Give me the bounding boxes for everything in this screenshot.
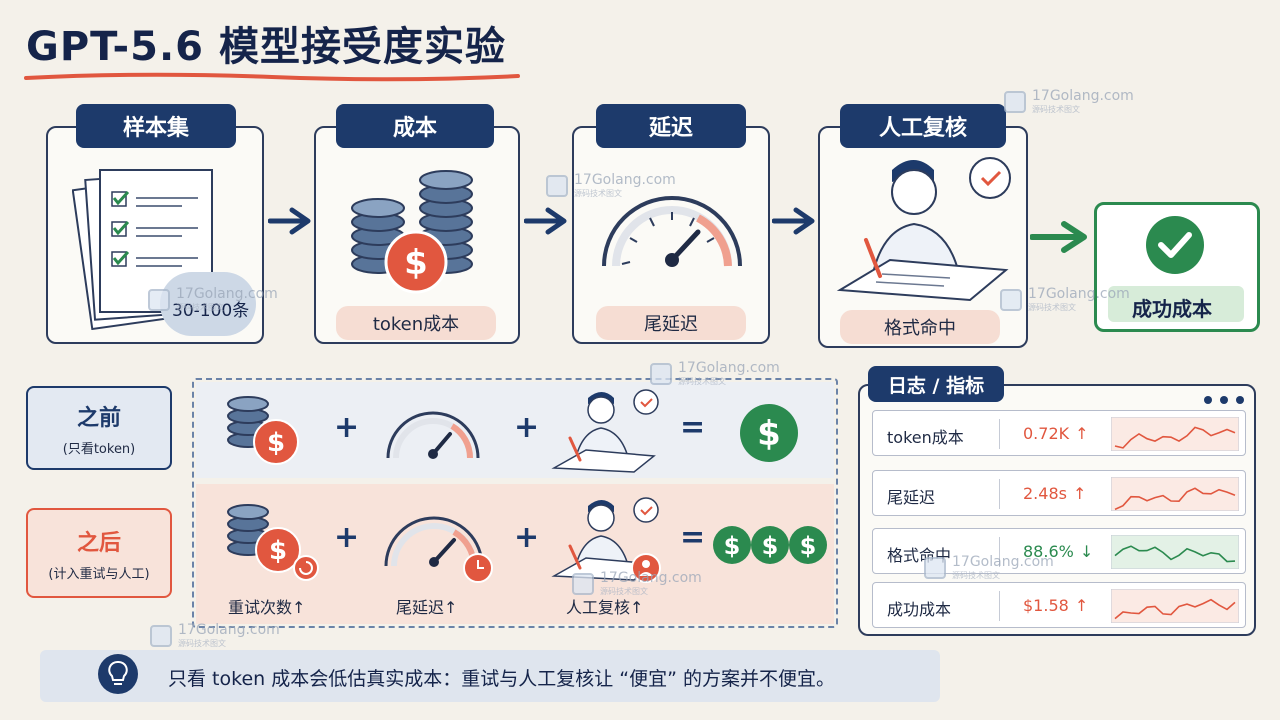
arrow-right-green-icon — [1030, 221, 1087, 253]
page-title: GPT-5.6 模型接受度实验 — [26, 24, 506, 70]
arrow-right-icon — [524, 207, 567, 235]
equals-operator: = — [680, 520, 706, 555]
lightbulb-icon — [98, 654, 138, 694]
arrow-right-icon — [772, 207, 815, 235]
human-review-caption: 人工复核↑ — [566, 598, 644, 617]
before-title: 之前 — [76, 405, 121, 431]
arrow-up-icon: ↑ — [1075, 424, 1089, 443]
samples-tab: 样本集 — [76, 104, 236, 148]
window-dots-icon — [1204, 396, 1244, 404]
svg-text:$: $ — [800, 532, 817, 560]
comparison-frame — [192, 378, 838, 628]
before-box: 之前 (只看token) — [26, 386, 172, 470]
metrics-tab: 日志 / 指标 — [868, 366, 1004, 402]
after-box: 之后 (计入重试与人工) — [26, 508, 172, 598]
metric-divider — [999, 537, 1000, 567]
metric-value-text: 0.72K — [1023, 424, 1070, 443]
sparkline-up — [1111, 589, 1239, 623]
arrow-down-icon: ↓ — [1079, 542, 1094, 561]
after-title: 之后 — [76, 530, 121, 556]
before-row — [196, 382, 834, 478]
svg-text:$: $ — [724, 532, 741, 560]
gauge-icon — [602, 196, 742, 267]
latency-tab: 延迟 — [596, 104, 746, 148]
arrow-up-icon: ↑ — [1074, 596, 1089, 615]
coin-stack-icon: $ — [227, 396, 299, 465]
person-reviewing-icon — [836, 157, 1011, 302]
equals-operator: = — [680, 410, 706, 445]
metric-value-text: $1.58 — [1023, 596, 1069, 615]
takeaway-bar — [40, 650, 940, 702]
plus-operator: + — [514, 520, 540, 555]
coin-stack-icon: $ — [351, 170, 473, 294]
success-cost-label: 成功成本 — [1132, 297, 1212, 321]
metric-value-text: 88.6% — [1023, 542, 1074, 561]
metric-divider — [999, 591, 1000, 621]
svg-text:$: $ — [404, 243, 428, 283]
metric-row: token成本 0.72K ↑ — [872, 410, 1246, 456]
metric-row: 尾延迟 2.48s ↑ — [872, 470, 1246, 516]
sample-count-badge — [160, 272, 256, 336]
coin-stack-retry-icon: $ — [227, 504, 319, 581]
person-reviewing-user-icon — [551, 497, 661, 583]
gauge-clock-icon — [384, 516, 493, 583]
tail-latency-pill: 尾延迟 — [596, 306, 746, 340]
title-underline — [24, 72, 520, 82]
metric-label: token成本 — [887, 428, 964, 447]
plus-operator: + — [334, 520, 360, 555]
metric-divider — [999, 419, 1000, 449]
success-cost-label-bg — [1108, 286, 1244, 322]
tail-latency-caption: 尾延迟↑ — [396, 598, 458, 617]
metric-row: 成功成本 $1.58 ↑ — [872, 582, 1246, 628]
svg-text:$: $ — [269, 536, 287, 566]
sparkline-up — [1111, 417, 1239, 451]
metric-value-text: 2.48s — [1023, 484, 1067, 503]
sample-count-label: 30-100条 — [172, 301, 250, 321]
svg-text:$: $ — [762, 532, 779, 560]
metric-value: $1.58 ↑ — [1023, 596, 1088, 615]
cost-tab: 成本 — [336, 104, 494, 148]
format-hit-pill: 格式命中 — [840, 310, 1000, 344]
retry-count-caption: 重试次数↑ — [228, 598, 306, 617]
arrow-right-icon — [268, 207, 311, 235]
metric-value: 0.72K ↑ — [1023, 424, 1089, 443]
plus-operator: + — [514, 410, 540, 445]
review-tab: 人工复核 — [840, 104, 1006, 148]
svg-text:$: $ — [267, 428, 285, 458]
sparkline-down — [1111, 535, 1239, 569]
check-circle-icon — [1146, 216, 1204, 274]
metric-label: 成功成本 — [887, 600, 952, 619]
metric-value: 2.48s ↑ — [1023, 484, 1086, 503]
after-subtitle: (计入重试与人工) — [48, 566, 150, 582]
gauge-icon — [386, 411, 480, 459]
arrow-up-icon: ↑ — [1072, 484, 1087, 503]
dollar-coin-icon: $ — [740, 404, 798, 462]
token-cost-pill: token成本 — [336, 306, 496, 340]
svg-text:$: $ — [757, 414, 781, 454]
metric-divider — [999, 479, 1000, 509]
metric-label: 尾延迟 — [887, 488, 936, 507]
triple-dollar-icon: $ $ $ — [713, 526, 827, 564]
before-subtitle: (只看token) — [62, 441, 136, 457]
takeaway-text: 只看 token 成本会低估真实成本：重试与人工复核让 “便宜” 的方案并不便宜… — [168, 668, 835, 690]
sparkline-up — [1111, 477, 1239, 511]
plus-operator: + — [334, 410, 360, 445]
person-reviewing-icon — [551, 389, 659, 473]
metric-value: 88.6% ↓ — [1023, 542, 1093, 561]
